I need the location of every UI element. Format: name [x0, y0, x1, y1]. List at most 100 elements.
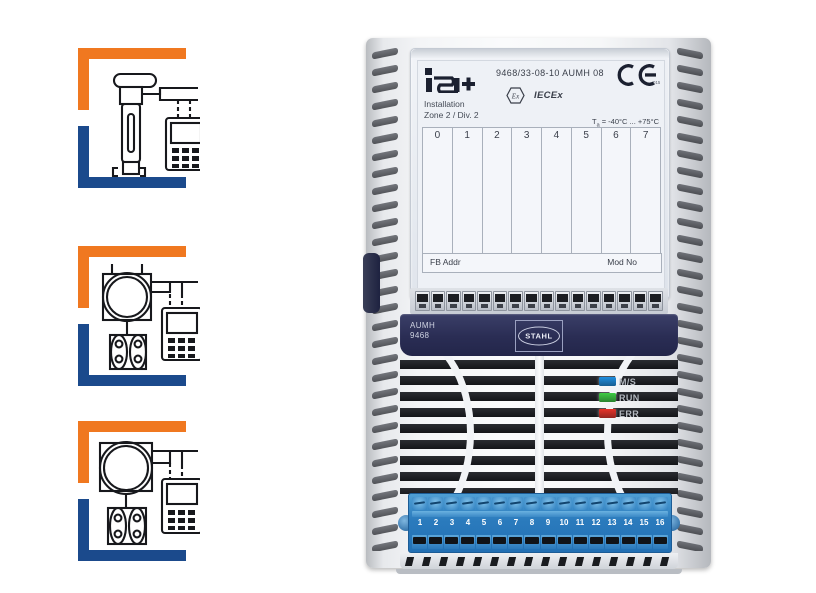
- dip-switch[interactable]: [555, 291, 570, 311]
- marking-label-window: 9468/33-08-10 AUMH 08 0158 Ex IECEx Inst: [410, 48, 670, 300]
- led-row-run: RUN: [599, 392, 669, 403]
- aumh-9468-device-photo: 9468/33-08-10 AUMH 08 0158 Ex IECEx Inst: [363, 38, 711, 574]
- vent-slat: [372, 234, 398, 247]
- vent-slat: [677, 200, 703, 213]
- vent-slat: [677, 234, 703, 247]
- dip-switch[interactable]: [523, 291, 539, 311]
- dip-switch[interactable]: [586, 291, 601, 311]
- device-base-edge: [396, 569, 682, 574]
- terminal-screw[interactable]: [444, 497, 460, 510]
- terminal-screw[interactable]: [460, 497, 476, 510]
- device-nameplate-band: AUMH 9468 STAHL: [400, 314, 678, 356]
- terminal-lip: [412, 511, 668, 517]
- terminal-slot[interactable]: [476, 535, 492, 549]
- terminal-screw[interactable]: [476, 497, 492, 510]
- channel-column-number: 7: [642, 130, 649, 141]
- vent-slat: [677, 217, 703, 230]
- terminal-slot[interactable]: [492, 535, 508, 549]
- terminal-screw[interactable]: [604, 497, 620, 510]
- terminal-slot[interactable]: [604, 535, 620, 549]
- terminal-screw[interactable]: [524, 497, 540, 510]
- foot-vent-tooth: [557, 557, 568, 566]
- dip-switch[interactable]: [601, 291, 617, 311]
- terminal-number: 8: [529, 518, 535, 527]
- dip-switch[interactable]: [632, 291, 648, 311]
- terminal-screw[interactable]: [508, 497, 524, 510]
- terminal-screw[interactable]: [492, 497, 508, 510]
- dip-switch[interactable]: [648, 291, 663, 311]
- terminal-wire-slots[interactable]: [412, 535, 668, 549]
- channel-column-number: 1: [464, 130, 470, 141]
- vent-slat: [372, 353, 398, 366]
- dip-switch[interactable]: [415, 291, 430, 311]
- terminal-slot[interactable]: [444, 535, 460, 549]
- terminal-slot[interactable]: [588, 535, 604, 549]
- dip-switch[interactable]: [570, 291, 586, 311]
- foot-vent-tooth: [404, 557, 415, 566]
- terminal-screw[interactable]: [556, 497, 572, 510]
- terminal-slot[interactable]: [572, 535, 588, 549]
- temp-symbol: T: [591, 117, 597, 126]
- vent-slat: [372, 523, 398, 536]
- terminal-screw[interactable]: [588, 497, 604, 510]
- terminal-slot[interactable]: [652, 535, 668, 549]
- pressure-transmitter-icon: [101, 264, 200, 371]
- product-code-text: 9468/33-08-10 AUMH 08: [496, 68, 604, 78]
- vent-slat: [677, 319, 703, 332]
- foot-vent-tooth: [489, 557, 500, 566]
- dip-switch[interactable]: [492, 291, 508, 311]
- terminal-number: 4: [465, 518, 471, 527]
- terminal-slot[interactable]: [412, 535, 428, 549]
- terminal-number: 7: [513, 518, 519, 527]
- terminal-slot[interactable]: [508, 535, 524, 549]
- terminal-slot[interactable]: [636, 535, 652, 549]
- terminal-screw[interactable]: [652, 497, 668, 510]
- fb-addr-label: FB Addr: [430, 257, 461, 267]
- vent-slat: [677, 166, 703, 179]
- vent-slat: [372, 81, 398, 94]
- terminal-number: 16: [655, 518, 665, 527]
- terminal-screw[interactable]: [412, 497, 428, 510]
- stahl-logo-icon: STAHL: [515, 320, 563, 352]
- dip-switch[interactable]: [617, 291, 632, 311]
- mod-no-label: Mod No: [607, 257, 637, 267]
- terminal-screw[interactable]: [572, 497, 588, 510]
- terminal-screw[interactable]: [636, 497, 652, 510]
- led-label: M/S: [619, 376, 637, 387]
- vent-slat: [677, 404, 703, 417]
- vent-slat: [372, 540, 398, 551]
- vent-slat: [372, 438, 398, 451]
- dip-switch[interactable]: [539, 291, 555, 311]
- terminal-slot[interactable]: [620, 535, 636, 549]
- vent-slat: [372, 64, 398, 77]
- channel-column-number: 0: [434, 130, 441, 141]
- vent-slat: [677, 64, 703, 77]
- terminal-slot[interactable]: [428, 535, 444, 549]
- vent-slat: [372, 421, 398, 434]
- temp-subscript: a: [596, 122, 600, 129]
- terminal-screw[interactable]: [428, 497, 444, 510]
- dip-switch[interactable]: [477, 291, 492, 311]
- vent-slat: [372, 200, 398, 213]
- dip-switch[interactable]: [446, 291, 461, 311]
- terminal-slot[interactable]: [460, 535, 476, 549]
- terminal-screws-row[interactable]: [412, 497, 668, 510]
- led-row-err: ERR: [599, 408, 669, 419]
- led-row-m-s: M/S: [599, 376, 669, 387]
- vent-slat: [677, 47, 703, 60]
- dip-switch[interactable]: [508, 291, 523, 311]
- terminal-screw[interactable]: [540, 497, 556, 510]
- ex-hexagon-icon: Ex: [506, 87, 525, 104]
- terminal-slot[interactable]: [524, 535, 540, 549]
- terminal-slot[interactable]: [540, 535, 556, 549]
- dip-switch[interactable]: [461, 291, 477, 311]
- terminal-screw[interactable]: [620, 497, 636, 510]
- terminal-slot[interactable]: [556, 535, 572, 549]
- dip-switch-bank[interactable]: [410, 288, 668, 314]
- orange-bracket-top-left: [78, 246, 186, 308]
- dip-switch[interactable]: [430, 291, 446, 311]
- orange-bracket-top-left: [78, 421, 186, 483]
